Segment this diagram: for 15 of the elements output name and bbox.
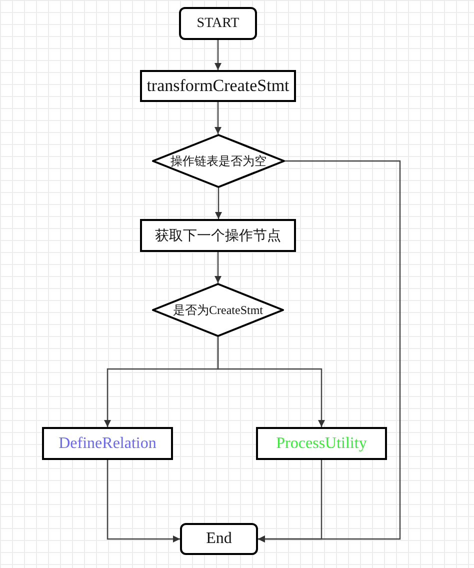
process-box: DefineRelation <box>42 427 173 460</box>
arrow <box>214 252 222 283</box>
arrow <box>258 160 401 542</box>
terminal-box: End <box>180 523 258 555</box>
arrow <box>106 460 180 542</box>
arrow <box>215 188 222 219</box>
process-box: ProcessUtility <box>256 427 387 460</box>
arrow <box>217 337 325 427</box>
process-box: 获取下一个操作节点 <box>140 219 296 252</box>
decision-diamond: 是否为CreateStmt <box>152 283 284 337</box>
process-box: transformCreateStmt <box>140 70 296 102</box>
decision-diamond: 操作链表是否为空 <box>152 134 285 188</box>
arrow <box>214 40 222 70</box>
terminal-box: START <box>179 7 257 40</box>
arrow <box>214 102 222 134</box>
